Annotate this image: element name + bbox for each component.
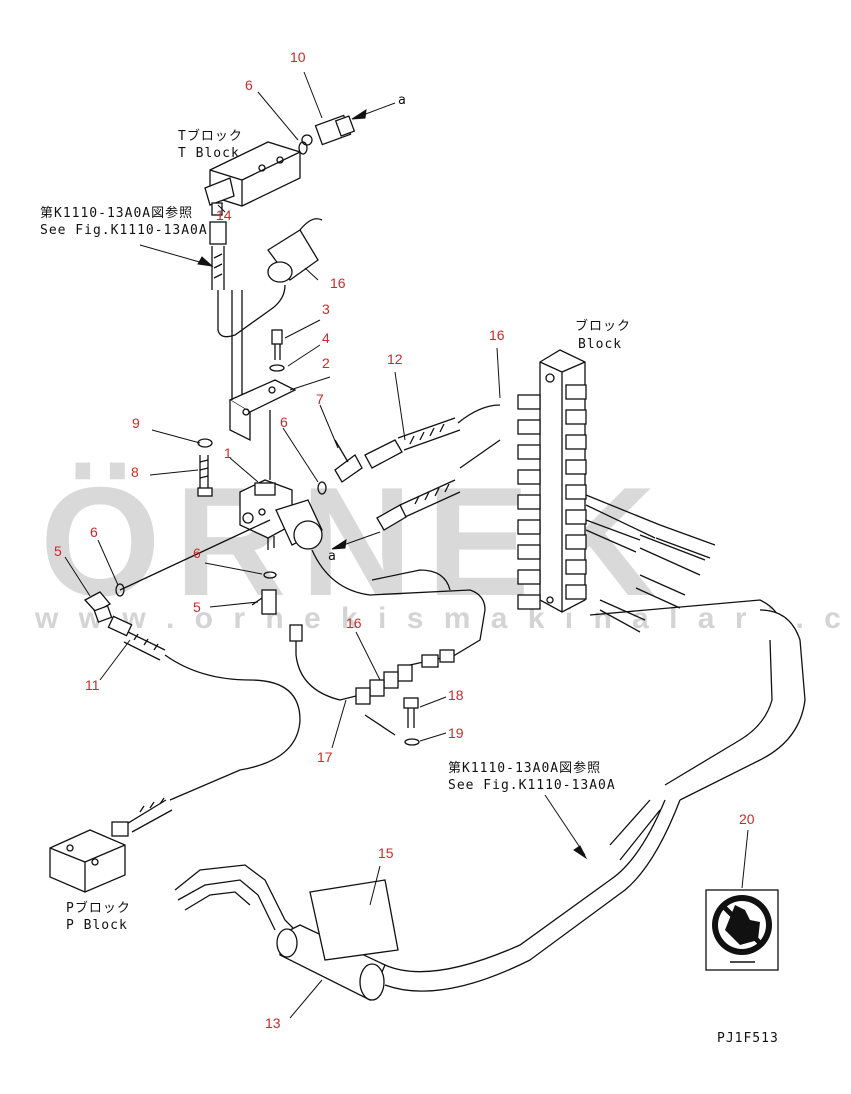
hose-14 [209,221,286,338]
o-ring-6 [298,141,308,155]
callout-19: 19 [448,725,464,741]
connector-a-top-label: a [398,93,407,108]
t-block-hole [258,164,266,172]
ref-top-en: See Fig.K1110-13A0A [40,223,208,238]
distribution-block [517,349,806,801]
fitting-14 [204,177,235,206]
bolt-8 [197,455,213,497]
callout-3: 3 [322,301,330,317]
fitting-7 [334,439,363,483]
washer-19 [404,738,420,746]
washer-9 [197,438,213,448]
ref-bottom-jp: 第K1110-13A0A図参照 [448,760,601,776]
connector-10 [301,114,356,146]
watermark: ÖRNEK w w w . o r n e k i s m a k i n a … [34,455,851,635]
block-label-jp: ブロック [575,318,631,334]
bolt-18 [403,697,419,728]
hose-12 [364,404,501,531]
callout-7: 7 [316,391,324,407]
callout-6: 6 [90,524,98,540]
connector-a-mid-label: a [328,549,337,564]
t-block-label-jp: Tブロック [178,128,243,144]
valve-1 [239,479,323,550]
callout-6: 6 [280,414,288,430]
t-block-label-en: T Block [178,146,240,161]
ref-bottom-leader [544,794,586,856]
p-block-label-en: P Block [66,918,128,933]
callout-14: 14 [216,207,232,223]
connector-16-top [267,218,323,283]
protector-15 [309,879,399,961]
sensor-plug [289,624,357,701]
p-block [49,821,129,893]
callout-17: 17 [317,749,333,765]
block-right-fittings [565,384,587,600]
callout-8: 8 [131,464,139,480]
callout-4: 4 [322,330,330,346]
washer-4 [269,364,285,372]
callout-5: 5 [193,599,201,615]
callout-5: 5 [54,543,62,559]
o-ring-6-left [115,583,125,597]
wire-17-leader-line [364,714,396,736]
ref-bottom-en: See Fig.K1110-13A0A [448,778,616,793]
ref-top-jp: 第K1110-13A0A図参照 [40,205,193,221]
warning-plate-20 [705,889,779,971]
watermark-url: w w w . o r n e k i s m a k i n a l a r … [34,602,851,635]
callout-16: 16 [330,275,346,291]
fitting-5-mid [251,589,277,615]
t-block-edges [209,151,301,206]
o-ring-6-mid [317,481,327,495]
t-block-hole [276,156,284,164]
p-block-label-jp: Pブロック [66,900,131,916]
callout-11: 11 [85,677,100,693]
callout-9: 9 [132,415,140,431]
harness-13 [174,799,681,1001]
callouts: 10 6 14 16 3 4 2 12 16 7 6 9 1 8 5 6 6 5… [54,49,755,1031]
callout-leaders [64,71,749,1019]
callout-2: 2 [322,355,330,371]
bolt-3 [271,329,283,360]
callout-16: 16 [489,327,505,343]
callout-12: 12 [387,351,403,367]
drawing-code: PJ1F513 [717,1031,779,1046]
callout-6: 6 [245,77,253,93]
callout-13: 13 [265,1015,281,1031]
o-ring-6-low [263,571,277,579]
callout-1: 1 [224,445,232,461]
callout-6: 6 [193,545,201,561]
block-label-en: Block [578,337,622,352]
link-line-6 [119,519,271,591]
ref-top-leader [139,244,211,266]
hose-11 [107,615,301,833]
t-block-assembly: a [204,93,407,216]
callout-16: 16 [346,615,362,631]
block-left-fittings [517,394,541,610]
fitting-5-left [83,591,113,623]
callout-15: 15 [378,845,394,861]
bracket-2 [228,290,297,480]
callout-20: 20 [739,811,755,827]
callout-18: 18 [448,687,464,703]
callout-10: 10 [290,49,306,65]
